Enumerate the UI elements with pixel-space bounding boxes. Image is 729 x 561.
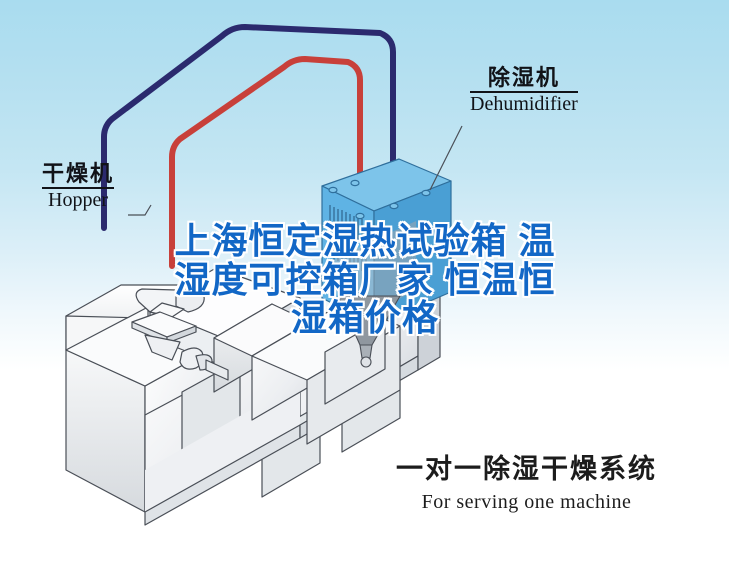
leader-lines [128, 125, 463, 216]
dehumidifier-unit [321, 158, 452, 368]
dehumidifier-ports [328, 179, 431, 220]
label-hopper-cn: 干燥机 [42, 161, 115, 186]
caption-en: For serving one machine [421, 491, 632, 514]
label-dehumidifier-rule [470, 91, 578, 93]
dry-air-pipe [169, 56, 363, 269]
label-dehumidifier-en: Dehumidifier [470, 92, 578, 115]
hopper-funnel-assembly [131, 288, 229, 381]
leader-dehumidifier [429, 125, 463, 191]
label-dehumidifier: 除湿机 Dehumidifier [470, 66, 578, 115]
system-caption: 一对一除湿干燥系统 For serving one machine [396, 454, 657, 515]
dehumidifier-side-port [416, 226, 424, 238]
caption-cn: 一对一除湿干燥系统 [396, 454, 657, 484]
return-air-pipe [101, 24, 396, 231]
under-panel [374, 221, 416, 312]
label-hopper-rule [42, 187, 115, 189]
label-hopper-en: Hopper [48, 188, 108, 211]
label-dehumidifier-cn: 除湿机 [487, 65, 560, 90]
leader-hopper [128, 204, 152, 216]
label-hopper: 干燥机 Hopper [42, 161, 115, 211]
pipe-group [101, 24, 396, 269]
